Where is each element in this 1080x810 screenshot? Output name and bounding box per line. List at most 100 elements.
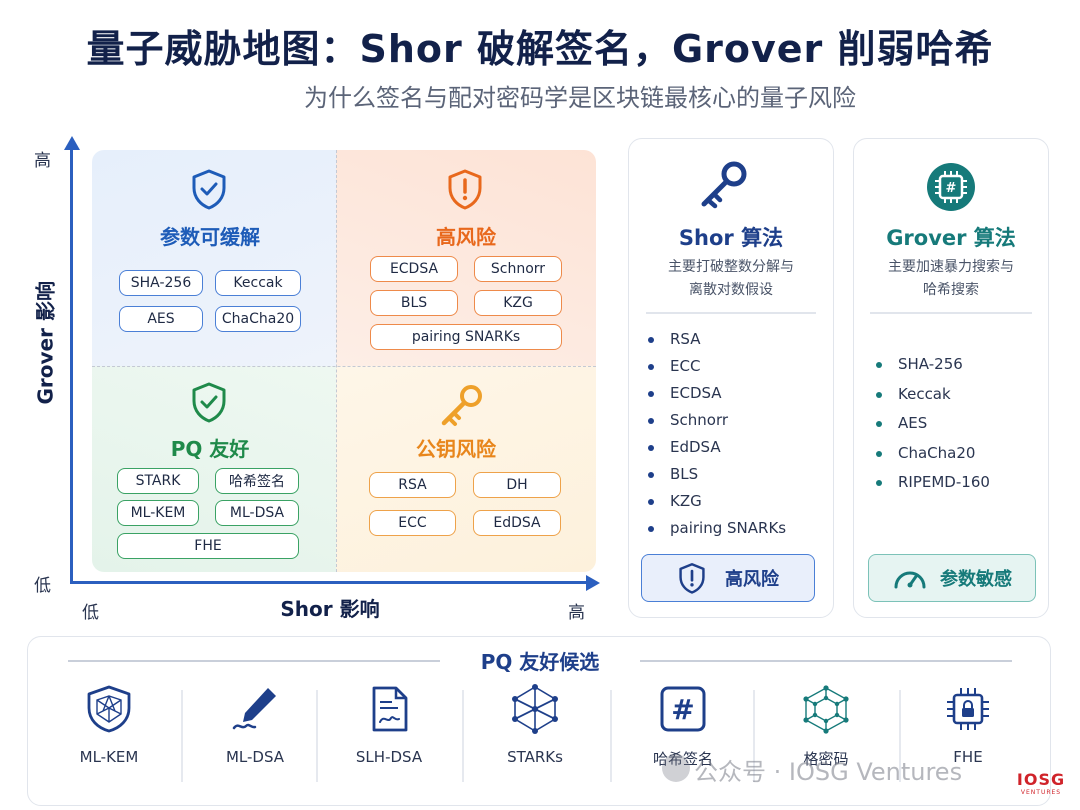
list-item: EdDSA — [644, 434, 824, 461]
grover-card-divider — [870, 312, 1032, 314]
candidate-item: STARKs — [462, 684, 608, 784]
candidate-label: STARKs — [507, 748, 563, 766]
shor-card-desc-line1: 主要打破整数分解与 — [668, 259, 794, 275]
list-item: AES — [872, 409, 1042, 439]
list-item: Keccak — [872, 380, 1042, 410]
y-axis-high-label: 高 — [34, 151, 51, 171]
algo-tag: pairing SNARKs — [370, 324, 562, 350]
pen-signature-icon — [232, 688, 276, 730]
list-item: KZG — [644, 488, 824, 515]
logo-sub: VENTURES — [1020, 789, 1062, 796]
document-signature-icon — [372, 686, 408, 732]
algo-tag: BLS — [370, 290, 458, 316]
logo-main: IOSG — [1016, 770, 1066, 789]
algo-tag: ML-DSA — [215, 500, 299, 526]
algo-tag: AES — [119, 306, 203, 332]
algo-tag: ECDSA — [370, 256, 458, 282]
page-subtitle: 为什么签名与配对密码学是区块链最核心的量子风险 — [304, 84, 856, 112]
shor-affected-list: RSA ECC ECDSA Schnorr EdDSA BLS KZG pair… — [644, 326, 824, 542]
candidate-separator — [181, 690, 183, 782]
list-item: Schnorr — [644, 407, 824, 434]
grover-affected-list: SHA-256 Keccak AES ChaCha20 RIPEMD-160 — [872, 350, 1042, 498]
grover-sensitivity-badge: 参数敏感 — [868, 554, 1036, 602]
list-item: SHA-256 — [872, 350, 1042, 380]
network-polyhedron-icon — [512, 684, 558, 734]
candidate-item: ML-DSA — [182, 684, 328, 784]
candidate-label: FHE — [953, 748, 983, 766]
shield-check-icon — [192, 169, 226, 210]
algo-tag: FHE — [117, 533, 299, 559]
candidate-label: 格密码 — [803, 750, 849, 768]
svg-text:#: # — [946, 181, 957, 196]
algo-tag: EdDSA — [473, 510, 561, 536]
shor-card-title: Shor 算法 — [678, 226, 784, 250]
quadrant-mitigable-title: 参数可缓解 — [160, 225, 260, 249]
candidate-item: 格密码 — [753, 684, 899, 784]
y-axis-title: Grover 影响 — [33, 281, 58, 405]
key-icon — [441, 385, 482, 426]
shor-risk-badge: 高风险 — [641, 554, 815, 602]
shield-check-icon — [192, 382, 226, 423]
y-axis — [70, 148, 73, 584]
shor-badge-label: 高风险 — [725, 569, 779, 590]
shor-card-desc-line2: 离散对数假设 — [689, 282, 773, 298]
x-axis-low-label: 低 — [82, 603, 99, 623]
list-item: ChaCha20 — [872, 439, 1042, 469]
shor-card-divider — [646, 312, 816, 314]
algo-tag: ML-KEM — [117, 500, 199, 526]
algo-tag: STARK — [117, 468, 199, 494]
watermark: 公众号 · IOSG Ventures — [694, 758, 963, 786]
y-axis-low-label: 低 — [34, 576, 51, 596]
grover-card-desc-line2: 哈希搜索 — [923, 282, 979, 298]
list-item: pairing SNARKs — [644, 515, 824, 542]
candidate-separator — [610, 690, 612, 782]
grover-algorithm-card — [853, 138, 1049, 618]
algo-tag: RSA — [369, 472, 456, 498]
candidate-separator — [462, 690, 464, 782]
candidate-label: ML-KEM — [79, 748, 139, 766]
lattice-shield-icon — [87, 685, 131, 733]
candidate-item: SLH-DSA — [316, 684, 462, 784]
candidate-label: ML-DSA — [225, 748, 285, 766]
x-axis — [70, 581, 590, 584]
candidate-item: ML-KEM — [36, 684, 182, 784]
shor-algorithm-card — [628, 138, 834, 618]
list-item: ECC — [644, 353, 824, 380]
algo-tag: Schnorr — [474, 256, 562, 282]
algo-tag: 哈希签名 — [215, 468, 299, 494]
candidate-item: # 哈希签名 — [610, 684, 756, 784]
grover-badge-label: 参数敏感 — [940, 569, 1012, 590]
chip-hash-icon: # — [927, 163, 975, 211]
iosg-logo: IOSG VENTURES — [1012, 770, 1070, 802]
algo-tag: Keccak — [215, 270, 301, 296]
lattice-cube-icon — [803, 685, 849, 734]
grover-card-title: Grover 算法 — [886, 226, 1016, 250]
algo-tag: DH — [473, 472, 561, 498]
quadrant-public-key-risk — [336, 366, 596, 572]
algo-tag: ChaCha20 — [215, 306, 301, 332]
gauge-icon — [894, 571, 926, 589]
page-title: 量子威胁地图：Shor 破解签名，Grover 削弱哈希 — [86, 27, 994, 71]
quadrant-divider-horizontal — [92, 366, 596, 367]
panel-title-rule-left — [68, 660, 442, 662]
quadrant-divider-vertical — [336, 150, 337, 572]
candidate-separator — [899, 690, 901, 782]
grover-card-desc-line1: 主要加速暴力搜索与 — [888, 259, 1014, 275]
quadrant-high-risk-title: 高风险 — [436, 225, 496, 249]
y-axis-arrow — [64, 136, 80, 150]
list-item: BLS — [644, 461, 824, 488]
quadrant-public-key-risk-title: 公钥风险 — [416, 437, 496, 461]
pq-candidates-title: PQ 友好候选 — [440, 646, 640, 675]
list-item: ECDSA — [644, 380, 824, 407]
chip-lock-icon — [947, 688, 989, 730]
candidate-label: 哈希签名 — [652, 750, 713, 768]
candidate-item: FHE — [895, 684, 1041, 784]
hash-icon: # — [660, 686, 706, 732]
list-item: RIPEMD-160 — [872, 468, 1042, 498]
list-item: RSA — [644, 326, 824, 353]
algo-tag: ECC — [369, 510, 456, 536]
candidate-separator — [753, 690, 755, 782]
candidate-separator — [316, 690, 318, 782]
algo-tag: KZG — [474, 290, 562, 316]
algo-tag: SHA-256 — [119, 270, 203, 296]
